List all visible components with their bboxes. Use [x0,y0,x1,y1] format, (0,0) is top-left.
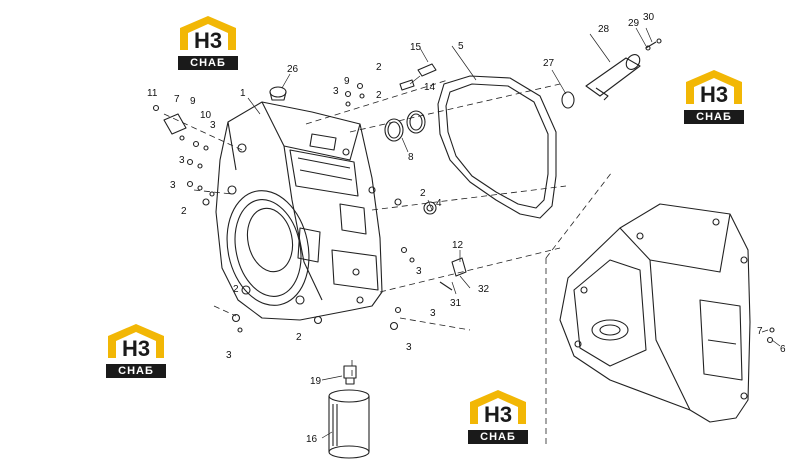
callout-5: 5 [458,41,464,52]
leader-lines [247,27,781,439]
house-roof-icon [686,70,742,104]
gasket-outline [437,75,557,219]
watermark-logo: H3 СНАБ [176,14,240,74]
callout-10: 10 [200,110,212,121]
plug-4 [423,201,437,215]
callout-8: 8 [408,152,414,163]
watermark-logo: H3 СНАБ [466,388,530,448]
callout-30: 30 [643,12,655,23]
h3-mark-icon: H3 [483,402,513,427]
callout-3h: 3 [226,350,232,361]
watermark-text: СНАБ [684,110,744,124]
assembly-lines [163,79,613,445]
adapter-19 [343,365,357,385]
callout-4: 4 [436,198,442,209]
callout-7b: 7 [757,326,763,337]
callout-16: 16 [306,434,318,445]
callout-32: 32 [478,284,490,295]
filter-16 [328,389,370,459]
callout-15: 15 [410,42,422,53]
transmission-case [559,203,751,423]
callout-3f: 3 [430,308,436,319]
callout-28: 28 [598,24,610,35]
callout-2e: 2 [233,284,239,295]
fitting-12-31-32 [439,257,467,291]
callout-29: 29 [628,18,640,29]
house-roof-icon [180,16,236,50]
callout-3a: 3 [210,120,216,131]
callout-2c: 2 [376,90,382,101]
callout-2b: 2 [376,62,382,73]
callout-7: 7 [174,94,180,105]
callout-labels: 1 26 11 7 9 10 3 3 3 2 3 9 2 2 15 14 5 8… [147,12,786,445]
h3-mark-icon: H3 [699,82,729,107]
callout-14: 14 [424,82,436,93]
bolts-and-washers [152,82,775,344]
watermark-text: СНАБ [178,56,238,70]
callout-12: 12 [452,240,464,251]
watermark-logo: H3 СНАБ [682,68,746,128]
cap-26 [269,86,287,101]
callout-6: 6 [780,344,786,355]
callout-27: 27 [543,58,555,69]
callout-3c: 3 [170,180,176,191]
callout-3b: 3 [179,155,185,166]
callout-9: 9 [190,96,196,107]
h3-mark-icon: H3 [121,336,151,361]
o-ring-27 [561,91,575,109]
watermark-logo: H3 СНАБ [104,322,168,382]
callout-3g: 3 [406,342,412,353]
callout-19: 19 [310,376,322,387]
watermark-text: СНАБ [468,430,528,444]
callout-31: 31 [450,298,462,309]
house-roof-icon [470,390,526,424]
callout-3e: 3 [416,266,422,277]
watermark-text: СНАБ [106,364,166,378]
callout-2d: 2 [420,188,426,199]
callout-11: 11 [147,88,158,99]
callout-9b: 9 [344,76,350,87]
h3-mark-icon: H3 [193,28,223,53]
fittings-14-15 [399,63,437,91]
cover-plate-9 [163,113,187,135]
housing-body [215,101,383,321]
bolt-29-30 [645,38,662,51]
house-roof-icon [108,324,164,358]
callout-3d: 3 [333,86,339,97]
callout-1: 1 [240,88,246,99]
callout-26: 26 [287,64,299,75]
rings-8 [384,110,426,142]
callout-2a: 2 [181,206,187,217]
tube-28 [585,54,641,101]
callout-2f: 2 [296,332,302,343]
